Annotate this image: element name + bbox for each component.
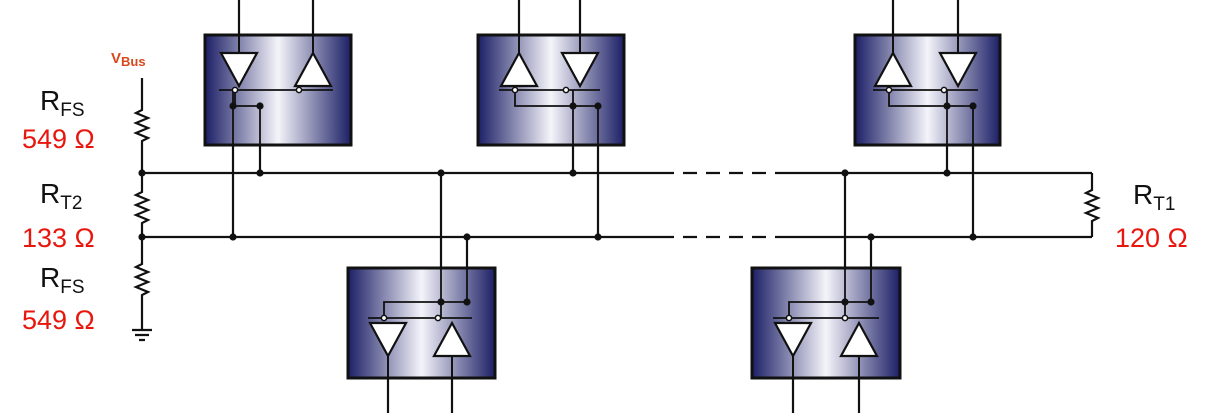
junction-dot bbox=[437, 169, 445, 177]
buffer-triangle-right bbox=[560, 51, 600, 89]
junction-dot bbox=[867, 298, 875, 306]
junction-dot bbox=[229, 233, 237, 241]
vbus-sub: Bus bbox=[121, 54, 146, 69]
rt1-main: R bbox=[1133, 179, 1154, 210]
rt1-sub: T1 bbox=[1153, 194, 1176, 215]
transceiver-4 bbox=[346, 266, 497, 413]
rt2-main: R bbox=[40, 178, 61, 209]
enable-bubble bbox=[885, 86, 893, 94]
junction-dot bbox=[463, 233, 471, 241]
rfs-bottom-value: 549 Ω bbox=[22, 305, 95, 335]
buffer-triangle-left bbox=[368, 321, 408, 359]
enable-bubble bbox=[511, 86, 519, 94]
buffer-triangle-right bbox=[432, 320, 472, 358]
transceiver-pins bbox=[791, 378, 861, 413]
junction-dot bbox=[841, 169, 849, 177]
transceiver-pins bbox=[237, 0, 315, 35]
junction-dot bbox=[229, 102, 237, 110]
junction-dot bbox=[138, 169, 146, 177]
enable-bubble bbox=[295, 86, 303, 94]
junction-dot bbox=[969, 102, 977, 110]
rfs-bottom-main: R bbox=[40, 262, 61, 293]
transceiver-pins bbox=[891, 0, 960, 35]
enable-bubble bbox=[940, 86, 948, 94]
junction-dot bbox=[841, 298, 849, 306]
rfs-bottom-sub: FS bbox=[60, 277, 85, 298]
junction-dot bbox=[256, 102, 264, 110]
rfs-top-main: R bbox=[40, 85, 61, 116]
junction-dot bbox=[463, 298, 471, 306]
junction-dot bbox=[256, 169, 264, 177]
rt1-name: RT1 bbox=[1133, 179, 1176, 215]
transceivers bbox=[203, 0, 1002, 413]
transceiver-3 bbox=[853, 0, 1002, 147]
enable-bubble bbox=[841, 314, 849, 322]
junction-dot bbox=[943, 102, 951, 110]
transceiver-5 bbox=[750, 266, 902, 413]
enable-bubble bbox=[231, 86, 239, 94]
rt1-resistor bbox=[1083, 173, 1101, 237]
vbus-label: VBus bbox=[111, 51, 146, 68]
buffer-triangle-left bbox=[773, 321, 813, 359]
junction-dot bbox=[569, 169, 577, 177]
rfs-bottom-name: RFS bbox=[40, 262, 85, 298]
junction-dot bbox=[437, 298, 445, 306]
junction-dot bbox=[969, 233, 977, 241]
left-resistor-column bbox=[133, 78, 151, 330]
wires bbox=[132, 78, 1101, 342]
junction-dot bbox=[138, 233, 146, 241]
ground-symbol bbox=[132, 328, 152, 342]
junction-dot bbox=[594, 102, 602, 110]
vbus-main: V bbox=[111, 50, 122, 67]
transceiver-pins bbox=[386, 378, 454, 413]
rt2-sub: T2 bbox=[60, 193, 83, 214]
transceiver-1 bbox=[203, 0, 353, 147]
enable-bubble bbox=[434, 314, 442, 322]
buffer-triangle-right bbox=[938, 51, 978, 89]
rt1-value: 120 Ω bbox=[1115, 223, 1188, 253]
buffer-triangle-right bbox=[293, 50, 333, 88]
junction-dot bbox=[569, 102, 577, 110]
transceiver-2 bbox=[476, 0, 626, 147]
buffer-triangle-left bbox=[219, 51, 259, 89]
enable-bubble bbox=[380, 314, 388, 322]
transceiver-pins bbox=[517, 0, 582, 35]
junction-dots bbox=[138, 102, 977, 306]
junction-dot bbox=[594, 233, 602, 241]
buffer-triangle-left bbox=[873, 50, 913, 88]
rfs-top-name: RFS bbox=[40, 85, 85, 121]
enable-bubble bbox=[562, 86, 570, 94]
rt2-name: RT2 bbox=[40, 178, 83, 214]
rt2-value: 133 Ω bbox=[22, 223, 95, 253]
rfs-top-value: 549 Ω bbox=[22, 124, 95, 154]
buffer-triangle-left bbox=[499, 50, 539, 88]
junction-dot bbox=[943, 169, 951, 177]
enable-bubble bbox=[785, 314, 793, 322]
rfs-top-sub: FS bbox=[60, 100, 85, 121]
buffer-triangle-right bbox=[839, 320, 879, 358]
junction-dot bbox=[867, 233, 875, 241]
